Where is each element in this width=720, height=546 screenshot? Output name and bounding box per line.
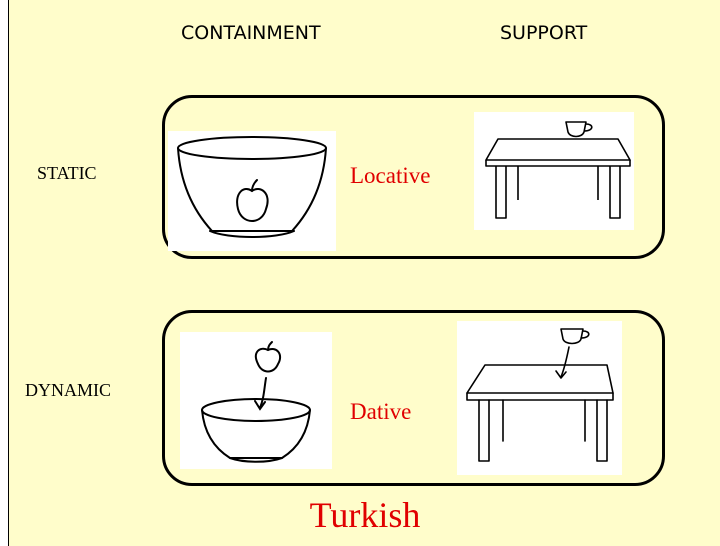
column-header-support: SUPPORT <box>500 22 588 44</box>
cup-on-table-icon <box>474 112 634 230</box>
case-label-locative: Locative <box>350 163 431 188</box>
static-group-box <box>162 95 665 259</box>
case-label-dative: Dative <box>350 399 412 424</box>
apple-in-bowl-icon <box>168 131 336 251</box>
dynamic-group-box <box>162 310 665 486</box>
slide-panel: CONTAINMENT SUPPORT STATIC DYNAMIC Locat… <box>8 0 720 546</box>
apple-falling-into-bowl-icon <box>180 332 332 469</box>
language-title: Turkish <box>309 495 421 535</box>
row-header-dynamic: DYNAMIC <box>25 380 112 400</box>
column-header-containment: CONTAINMENT <box>181 22 321 44</box>
cup-falling-onto-table-icon <box>457 321 622 475</box>
row-header-static: STATIC <box>37 163 97 183</box>
